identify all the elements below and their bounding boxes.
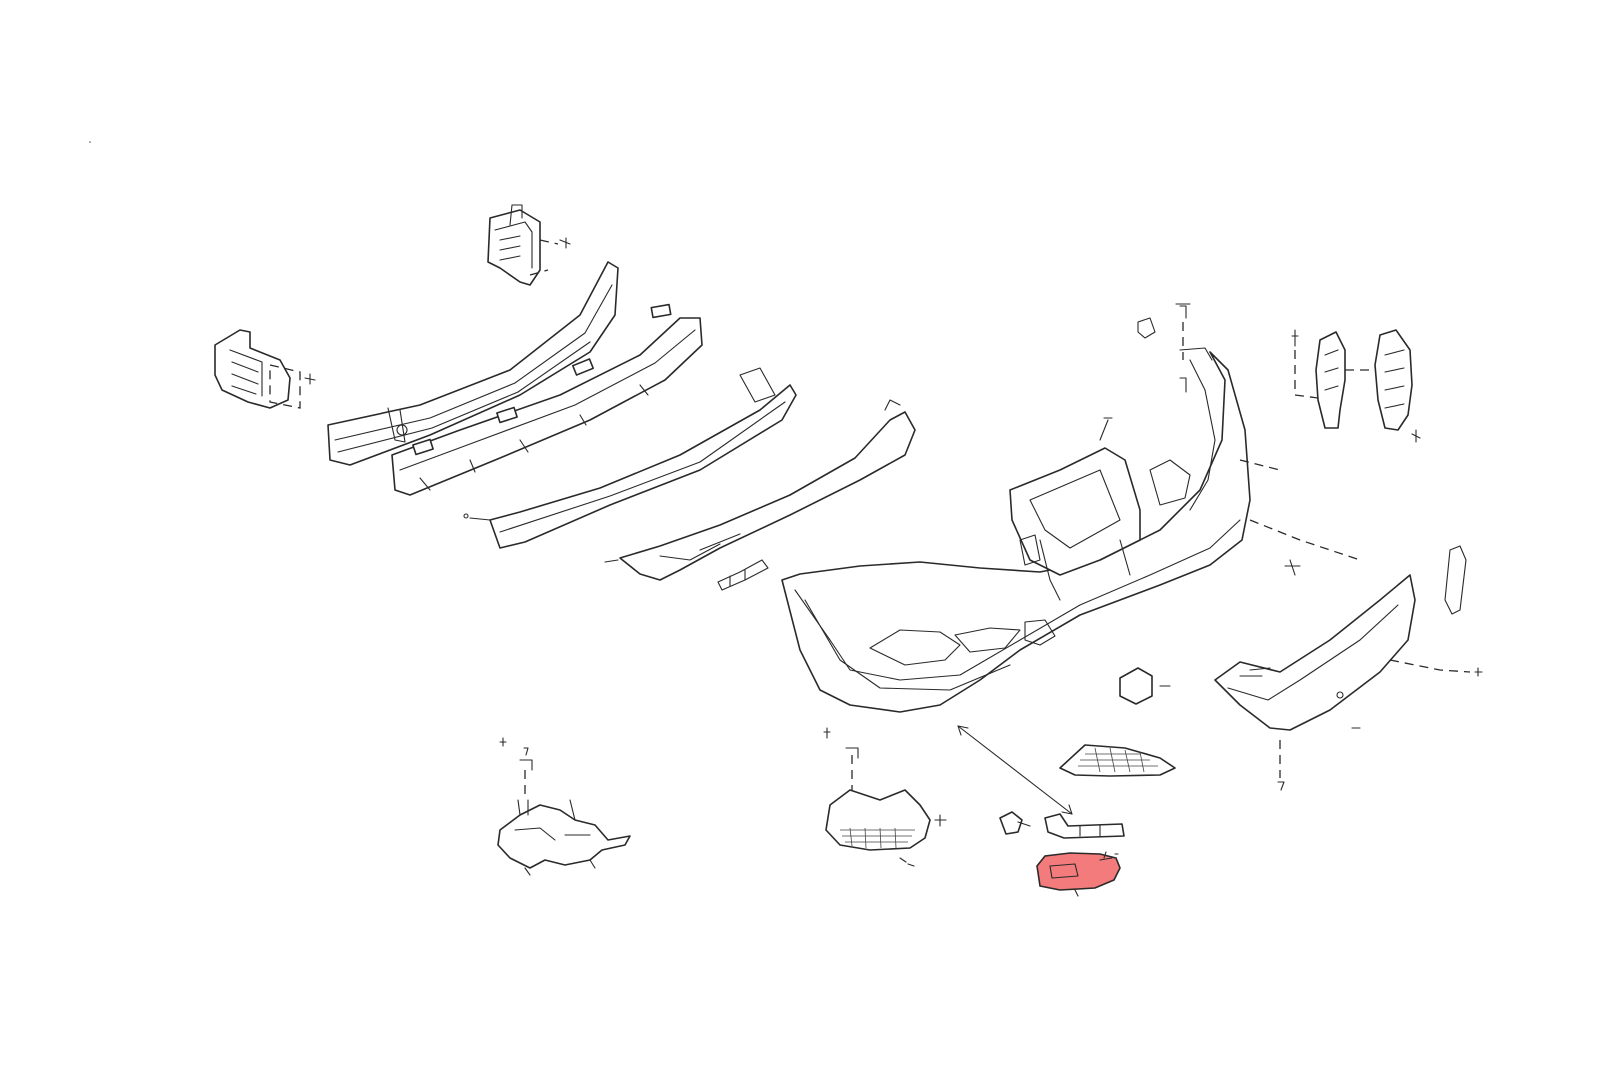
fog-lamp-assembly: [823, 727, 947, 867]
highlighted-fog-lamp-cover[interactable]: [1036, 851, 1121, 897]
lower-bumper-grille-trim: [1214, 574, 1483, 791]
front-bumper-fascia: [781, 347, 1251, 713]
bumper-reinforcement-beam: [327, 261, 619, 466]
right-bumper-side-brackets: [1291, 329, 1421, 443]
fog-lamp-bracket-left: [497, 737, 631, 876]
radiator-core-support: [1009, 417, 1191, 601]
lower-deflector-plate: [604, 399, 916, 581]
fog-lamp-cover-bracket: [1044, 813, 1125, 839]
left-bumper-bracket: [214, 329, 316, 409]
fog-lamp-bulb: [999, 811, 1031, 835]
assembly-arrow: [957, 725, 1073, 815]
speck: [89, 141, 91, 143]
lower-grille-insert: [1059, 744, 1176, 777]
upper-left-bumper-bracket: [487, 204, 571, 286]
top-clip: [1137, 303, 1191, 393]
leader-lines-right: [1239, 459, 1467, 615]
tow-hook-cover: [1119, 667, 1171, 705]
lower-reinforcement-bar: [463, 367, 797, 549]
bumper-clip: [717, 559, 769, 591]
energy-absorber-foam: [391, 303, 703, 496]
